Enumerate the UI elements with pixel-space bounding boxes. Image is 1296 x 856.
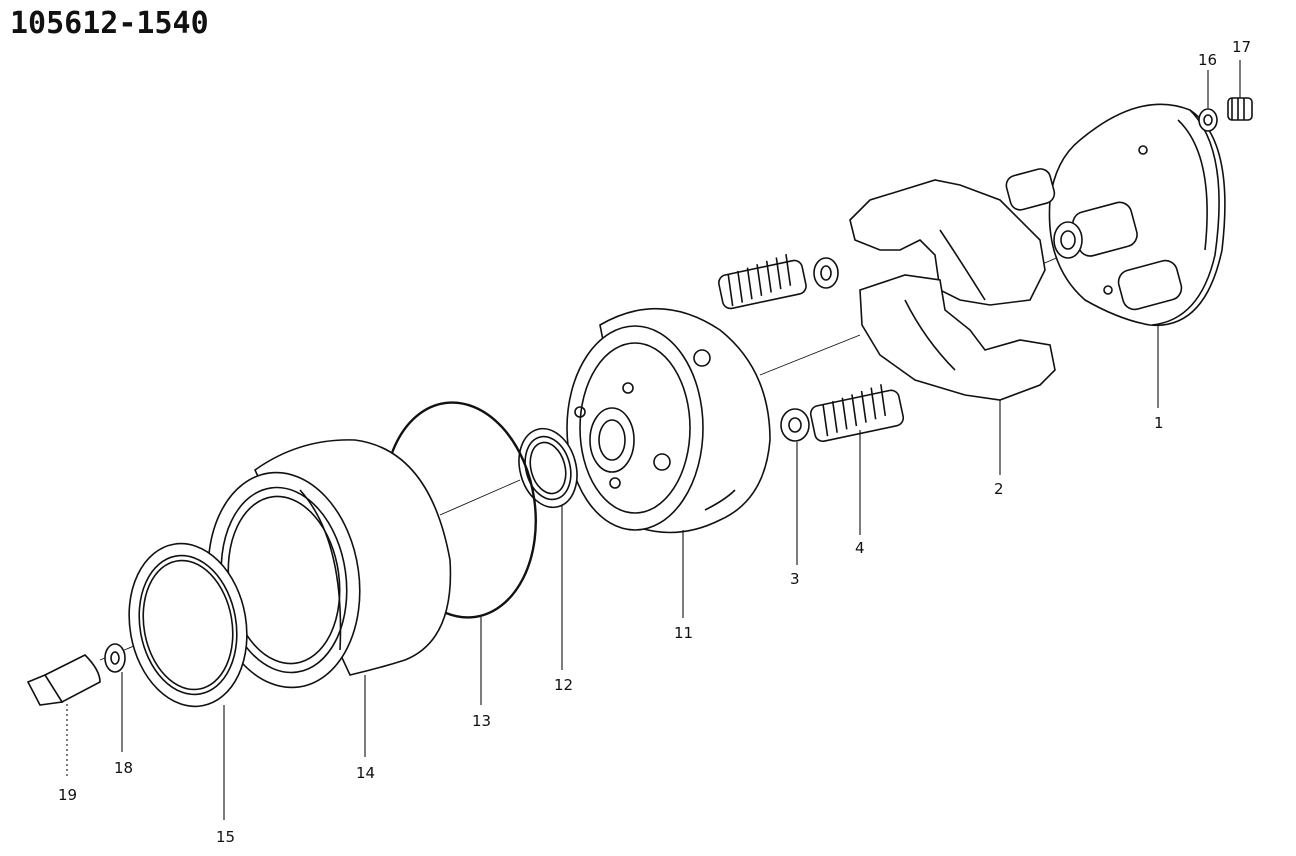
callout-labels: 1 2 3 4 11 12 13 14 15 16 17 18 19 <box>58 38 1251 846</box>
callout-16: 16 <box>1198 51 1217 69</box>
part-4-spring <box>809 384 905 443</box>
part-16-washer <box>1198 108 1218 132</box>
upper-spring-set <box>718 253 839 310</box>
part-1-end-plate <box>1005 103 1226 327</box>
callout-13: 13 <box>472 712 491 730</box>
callout-11: 11 <box>674 624 693 642</box>
part-2-flyweight <box>849 179 1056 401</box>
callout-14: 14 <box>356 764 375 782</box>
part-11-hub <box>566 307 771 534</box>
part-19-plug-bolt <box>26 654 101 706</box>
callout-4: 4 <box>855 539 865 557</box>
part-18-washer <box>104 643 126 673</box>
part-17-screw <box>1227 97 1253 121</box>
part-15-seal-ring <box>128 542 248 708</box>
callout-1: 1 <box>1154 414 1164 432</box>
callout-2: 2 <box>994 480 1004 498</box>
part-3-washer <box>780 408 810 442</box>
callout-3: 3 <box>790 570 800 588</box>
callout-15: 15 <box>216 828 235 846</box>
part-number-title: 105612-1540 <box>10 6 209 41</box>
callout-12: 12 <box>554 676 573 694</box>
leader-lines <box>66 60 1241 820</box>
callout-19: 19 <box>58 786 77 804</box>
callout-17: 17 <box>1232 38 1251 56</box>
callout-18: 18 <box>114 759 133 777</box>
part-12-bearing <box>518 427 578 509</box>
